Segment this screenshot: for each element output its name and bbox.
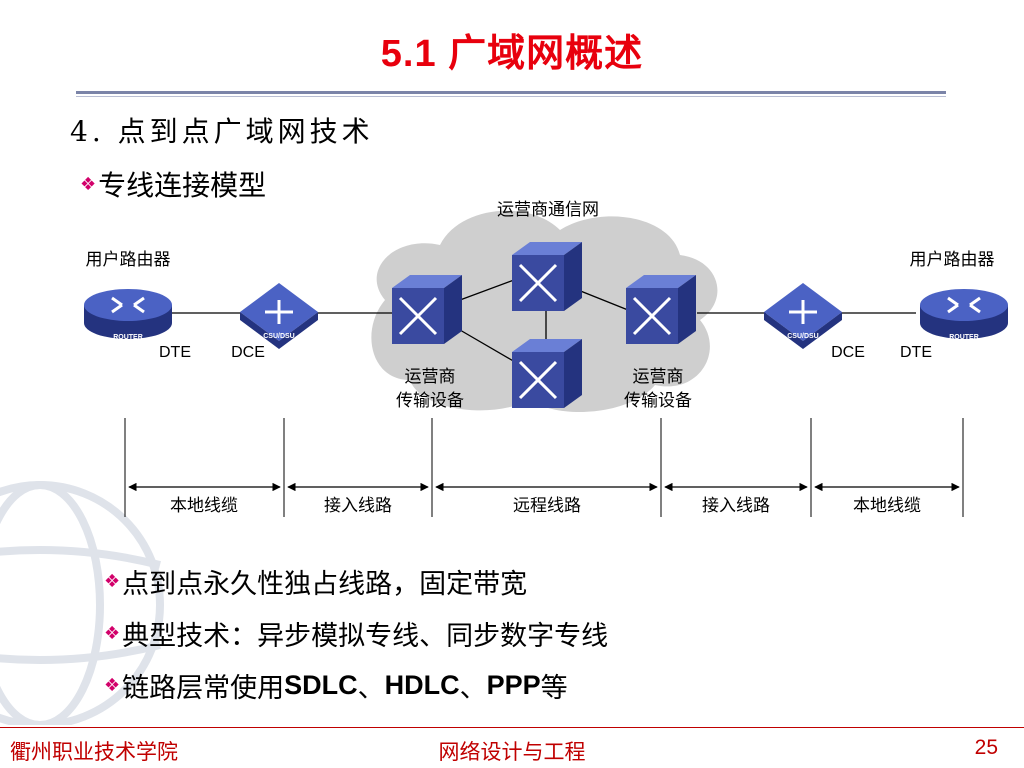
- carrier-left-label-1: 运营商: [405, 367, 456, 387]
- footer-institution: 衢州职业技术学院: [10, 740, 178, 764]
- carrier-right-label-2: 传输设备: [624, 391, 692, 411]
- title-divider: [76, 91, 946, 94]
- carrier-right-label-1: 运营商: [633, 367, 684, 387]
- bullet-text-suffix: 等: [540, 673, 568, 704]
- separator: 、: [459, 673, 487, 704]
- dte-left-label: DTE: [159, 344, 191, 361]
- footer-divider: [0, 727, 1024, 728]
- svg-text:ROUTER: ROUTER: [949, 334, 979, 341]
- segment-label: 接入线路: [324, 496, 392, 516]
- segment-label: 本地线缆: [853, 496, 921, 516]
- svg-text:CSU/DSU: CSU/DSU: [787, 333, 819, 340]
- switch-icon: [626, 275, 696, 344]
- router-icon: ROUTER: [920, 289, 1008, 341]
- network-diagram: 运营商通信网 ROUTER ROUTER CSU/DSU CSU/DSU: [84, 200, 1008, 517]
- bullet-text-prefix: 链路层常使用: [122, 673, 285, 704]
- globe-watermark-icon: [0, 481, 164, 725]
- diamond-cluster-icon: ❖: [104, 571, 121, 592]
- diamond-cluster-icon: ❖: [104, 675, 121, 696]
- slide-title: 5.1 广域网概述: [380, 33, 644, 75]
- switch-icon: [512, 339, 582, 408]
- segment-label: 本地线缆: [170, 496, 238, 516]
- separator: 、: [357, 673, 385, 704]
- segment-label: 接入线路: [702, 496, 770, 516]
- diamond-cluster-icon: ❖: [80, 173, 97, 195]
- diamond-cluster-icon: ❖: [104, 623, 121, 644]
- switch-icon: [392, 275, 462, 344]
- svg-text:ROUTER: ROUTER: [113, 334, 143, 341]
- title-divider-thin: [76, 96, 946, 97]
- bullet-text: 典型技术：异步模拟专线、同步数字专线: [122, 621, 609, 652]
- carrier-left-label-2: 传输设备: [396, 391, 464, 411]
- carrier-cloud: [371, 210, 718, 412]
- svg-text:CSU/DSU: CSU/DSU: [263, 333, 295, 340]
- subheading-text: 专线连接模型: [98, 169, 267, 202]
- left-router-label: 用户路由器: [86, 250, 171, 270]
- subheading: ❖ 专线连接模型: [80, 164, 266, 204]
- router-icon: ROUTER: [84, 289, 172, 341]
- dte-right-label: DTE: [900, 344, 932, 361]
- switch-icon: [512, 242, 582, 311]
- protocol-sdlc: SDLC: [284, 670, 358, 700]
- dce-right-label: DCE: [831, 344, 865, 361]
- section-heading: 4. 点到点广域网技术: [70, 115, 374, 148]
- dce-left-label: DCE: [231, 344, 265, 361]
- bullet-text: 点到点永久性独占线路，固定带宽: [122, 569, 528, 600]
- page-number: 25: [974, 736, 998, 759]
- protocol-hdlc: HDLC: [384, 670, 460, 700]
- csu-dsu-icon: CSU/DSU: [764, 283, 842, 349]
- cloud-label: 运营商通信网: [497, 200, 599, 220]
- bullet-item: ❖ 点到点永久性独占线路，固定带宽: [104, 562, 527, 601]
- bullet-item: ❖ 典型技术：异步模拟专线、同步数字专线: [104, 614, 608, 653]
- csu-dsu-icon: CSU/DSU: [240, 283, 318, 349]
- footer-course: 网络设计与工程: [438, 740, 586, 764]
- right-router-label: 用户路由器: [910, 250, 995, 270]
- protocol-ppp: PPP: [486, 670, 541, 700]
- segment-label: 远程线路: [513, 496, 581, 516]
